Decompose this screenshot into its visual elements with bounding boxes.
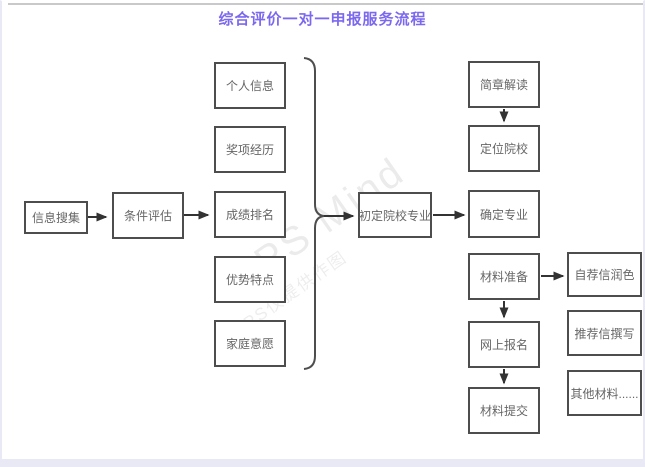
flow-node-condition-eval[interactable]: 条件评估 bbox=[112, 192, 184, 239]
flow-node-initial-school[interactable]: 初定院校专业 bbox=[358, 192, 432, 238]
diagram-title: 综合评价一对一申报服务流程 bbox=[218, 11, 427, 28]
flow-node-info-collect[interactable]: 信息搜集 bbox=[24, 201, 88, 234]
flow-node-grade-rank[interactable]: 成绩排名 bbox=[214, 191, 286, 238]
flow-node-confirm-major[interactable]: 确定专业 bbox=[468, 190, 540, 238]
flow-node-material-prep[interactable]: 材料准备 bbox=[468, 253, 540, 300]
flow-node-personal-info[interactable]: 个人信息 bbox=[214, 62, 286, 109]
flow-node-recommend-letter[interactable]: 推荐信撰写 bbox=[567, 310, 642, 356]
flow-node-family-wish[interactable]: 家庭意愿 bbox=[214, 320, 286, 367]
group-brace bbox=[303, 57, 325, 370]
flow-node-position-school[interactable]: 定位院校 bbox=[468, 125, 540, 172]
flow-node-self-letter[interactable]: 自荐信润色 bbox=[567, 252, 642, 297]
flow-node-award-exp[interactable]: 奖项经历 bbox=[214, 126, 286, 173]
flow-node-advantage[interactable]: 优势特点 bbox=[214, 256, 286, 303]
flow-node-other-material[interactable]: 其他材料...... bbox=[567, 370, 642, 416]
flow-node-online-reg[interactable]: 网上报名 bbox=[468, 321, 540, 368]
flow-node-brochure[interactable]: 简章解读 bbox=[468, 61, 540, 108]
canvas-top-edge bbox=[8, 3, 643, 5]
flow-node-material-submit[interactable]: 材料提交 bbox=[468, 387, 540, 434]
